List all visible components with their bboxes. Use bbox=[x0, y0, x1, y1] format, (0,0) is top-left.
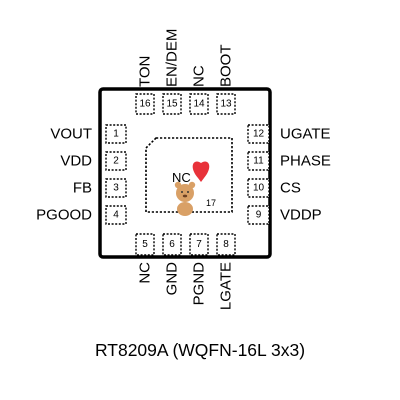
exposed-pad-pin-number: 17 bbox=[206, 198, 216, 208]
pin-number: 3 bbox=[113, 183, 119, 194]
pin-number: 16 bbox=[139, 99, 151, 110]
pin-pad bbox=[247, 151, 270, 171]
package-caption: RT8209A (WQFN-16L 3x3) bbox=[94, 340, 306, 360]
pin-pad bbox=[105, 205, 127, 225]
pin-pad bbox=[135, 93, 155, 115]
pin-left-4: 4 PGOOD bbox=[36, 205, 127, 225]
pin-pad bbox=[189, 93, 209, 115]
pins: 1 VOUT 2 VDD 3 FB 4 PGOOD 12 UGATE 11 PHASE 10 CS 9 VDD… bbox=[36, 29, 331, 310]
pin-name: TON bbox=[137, 56, 154, 87]
pin-number: 13 bbox=[220, 99, 232, 110]
pin-pad bbox=[105, 151, 127, 171]
pin-name: LGATE bbox=[218, 262, 235, 310]
pin-number: 9 bbox=[256, 210, 262, 221]
exposed-pad-label: NC bbox=[172, 170, 191, 185]
pin-right-10: 10 CS bbox=[247, 178, 301, 198]
pin-pad bbox=[247, 205, 270, 225]
pin-name: GND bbox=[164, 262, 181, 296]
pin-number: 14 bbox=[193, 99, 205, 110]
pin-pad bbox=[135, 233, 155, 256]
pin-name: PHASE bbox=[280, 153, 331, 170]
pin-pad bbox=[162, 233, 182, 256]
pin-pad bbox=[105, 124, 127, 144]
pin-right-11: 11 PHASE bbox=[247, 151, 331, 171]
pin-pad bbox=[247, 178, 270, 198]
pin-right-9: 9 VDDP bbox=[247, 205, 322, 225]
pin-left-2: 2 VDD bbox=[60, 151, 127, 171]
pin-name: PGOOD bbox=[36, 207, 92, 224]
pin-number: 8 bbox=[223, 239, 229, 250]
pin-number: 2 bbox=[113, 156, 119, 167]
pin-right-12: 12 UGATE bbox=[247, 124, 331, 144]
pin-name: FB bbox=[73, 180, 92, 197]
pin-name: VDDP bbox=[280, 207, 322, 224]
pin-top-13: 13 BOOT bbox=[216, 44, 236, 115]
pin-pad bbox=[189, 233, 209, 256]
pin-pad bbox=[216, 233, 236, 256]
pin-name: PGND bbox=[191, 262, 208, 306]
pin-pad bbox=[105, 178, 127, 198]
pin-pad bbox=[247, 124, 270, 144]
pin-name: CS bbox=[280, 180, 301, 197]
pin-number: 10 bbox=[253, 183, 265, 194]
pin-name: EN/DEM bbox=[164, 29, 181, 87]
pin-number: 6 bbox=[169, 239, 175, 250]
pin-top-16: 16 TON bbox=[135, 56, 155, 115]
pin-left-3: 3 FB bbox=[73, 178, 127, 198]
pin-number: 15 bbox=[166, 99, 178, 110]
pin-number: 1 bbox=[113, 129, 119, 140]
pin-number: 4 bbox=[113, 210, 119, 221]
pin-bottom-5: 5NC bbox=[135, 233, 155, 284]
pin-name: NC bbox=[137, 262, 154, 284]
pin-name: UGATE bbox=[280, 126, 331, 143]
pin-name: VOUT bbox=[50, 126, 92, 143]
pin-top-15: 15 EN/DEM bbox=[162, 29, 182, 115]
pin-pad bbox=[162, 93, 182, 115]
pin-number: 7 bbox=[196, 239, 202, 250]
pin-number: 12 bbox=[253, 129, 265, 140]
pin-name: VDD bbox=[60, 153, 92, 170]
pin-number: 11 bbox=[253, 156, 264, 167]
pin-left-1: 1 VOUT bbox=[50, 124, 127, 144]
bear-sticker-icon bbox=[174, 161, 210, 216]
pin-name: BOOT bbox=[218, 44, 235, 87]
pin-number: 5 bbox=[142, 239, 148, 250]
pin-pad bbox=[216, 93, 236, 115]
pin-name: NC bbox=[191, 65, 208, 87]
pin-top-14: 14 NC bbox=[189, 65, 209, 115]
